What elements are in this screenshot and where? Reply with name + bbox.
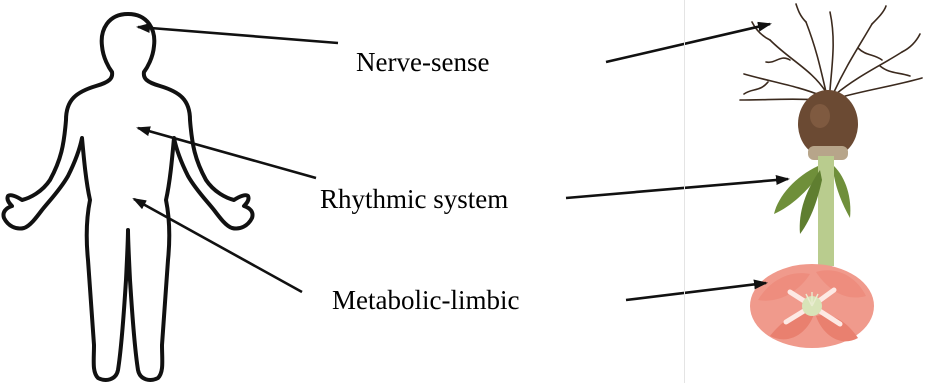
arrow-rhythm-to-chest [136, 126, 317, 180]
plant-leaf-left-2 [799, 170, 822, 234]
panel-divider [684, 0, 685, 383]
human-figure-outline [1, 12, 255, 382]
plant-roots [739, 3, 923, 101]
plant-stem [818, 156, 834, 266]
arrow-rhythm-to-leaves [565, 175, 790, 200]
plant-bulb [798, 90, 858, 158]
label-nerve-sense: Nerve-sense [356, 47, 490, 77]
label-rhythmic-system: Rhythmic system [320, 184, 509, 214]
arrow-nerve-to-roots [605, 21, 772, 64]
arrow-nerve-to-head [136, 22, 339, 45]
bulb-highlight [810, 104, 830, 128]
plant-leaf-right [834, 166, 851, 218]
arrow-metabolic-to-abdomen [132, 197, 303, 294]
plant-flower [750, 264, 874, 348]
arrow-metabolic-to-flower [625, 279, 768, 302]
label-metabolic-limbic: Metabolic-limbic [332, 285, 520, 315]
plant-leaf-left [774, 166, 818, 214]
